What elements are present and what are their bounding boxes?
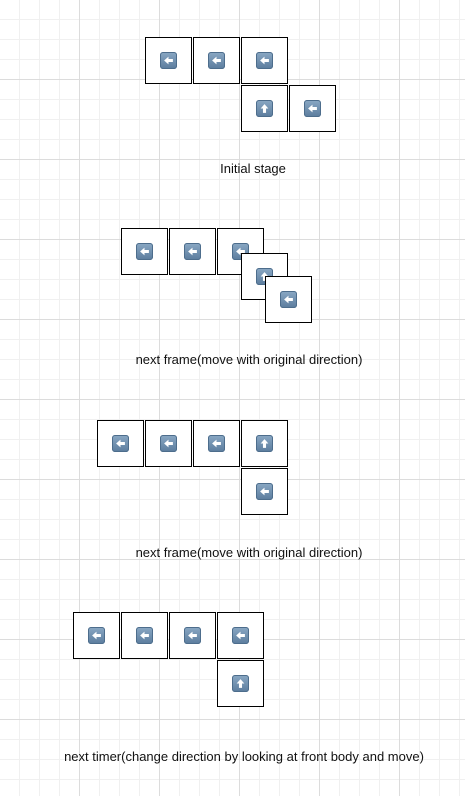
snake-cell [241,420,288,467]
arrow-left-icon [208,435,225,452]
stage-caption: next frame(move with original direction) [135,352,363,367]
arrow-up-icon [232,675,249,692]
snake-cell [265,276,312,323]
snake-cell [97,420,144,467]
arrow-left-icon [160,52,177,69]
arrow-left-icon [208,52,225,69]
arrow-left-icon [256,483,273,500]
arrow-left-icon [184,243,201,260]
snake-cell [217,612,264,659]
snake-cell [241,37,288,84]
arrow-left-icon [112,435,129,452]
snake-cell [289,85,336,132]
snake-cell [217,660,264,707]
arrow-left-icon [304,100,321,117]
snake-cell [193,37,240,84]
snake-cell [145,37,192,84]
snake-cell [73,612,120,659]
arrow-left-icon [256,52,273,69]
arrow-left-icon [232,627,249,644]
snake-cell [241,85,288,132]
stage-caption: next timer(change direction by looking a… [64,749,424,764]
snake-cell [121,228,168,275]
arrow-left-icon [160,435,177,452]
snake-cell [121,612,168,659]
arrow-left-icon [136,243,153,260]
stage-caption: Initial stage [220,161,286,176]
arrow-up-icon [256,100,273,117]
stage-caption: next frame(move with original direction) [135,545,363,560]
snake-cell [169,612,216,659]
snake-cell [169,228,216,275]
arrow-left-icon [88,627,105,644]
snake-cell [145,420,192,467]
arrow-left-icon [136,627,153,644]
arrow-left-icon [280,291,297,308]
arrow-up-icon [256,435,273,452]
snake-cell [193,420,240,467]
arrow-left-icon [184,627,201,644]
snake-cell [241,468,288,515]
